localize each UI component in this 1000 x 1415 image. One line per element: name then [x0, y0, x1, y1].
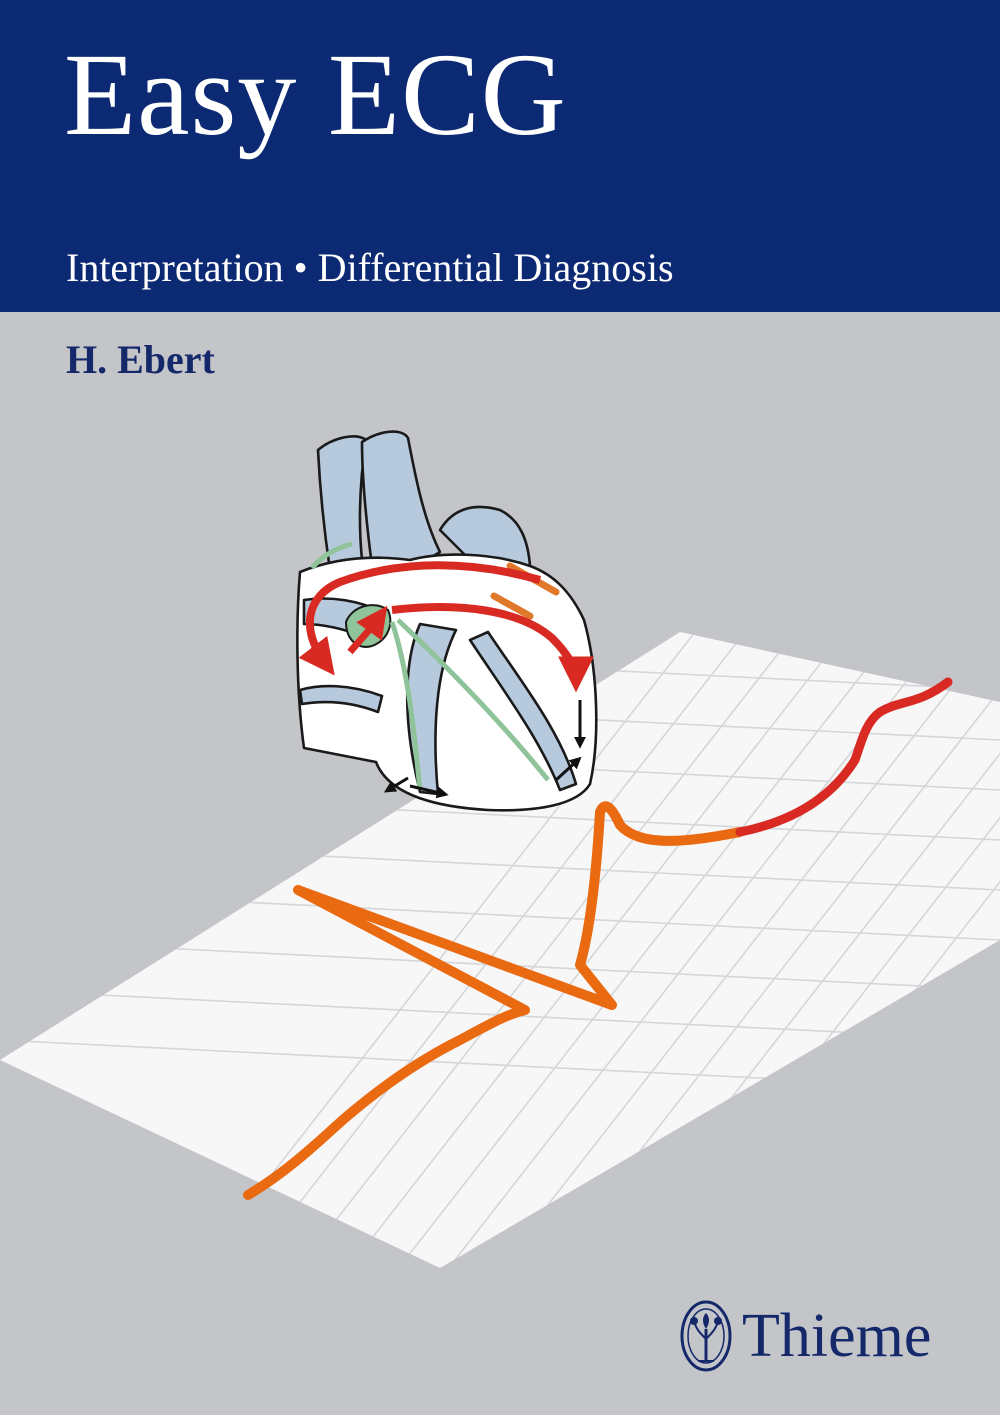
author-name: H. Ebert: [66, 337, 215, 382]
publisher-name: Thieme: [742, 1302, 932, 1370]
ecg-waveform-trace: [243, 677, 953, 1200]
heart-conduction-illustration: [296, 430, 598, 812]
header-band: [0, 0, 1000, 312]
book-subtitle: Interpretation • Differential Diagnosis: [66, 245, 674, 290]
tree-emblem-icon: [680, 1300, 732, 1372]
cover-illustration: [0, 430, 1000, 1268]
book-title: Easy ECG: [64, 29, 567, 160]
publisher-block: Thieme: [680, 1296, 931, 1376]
